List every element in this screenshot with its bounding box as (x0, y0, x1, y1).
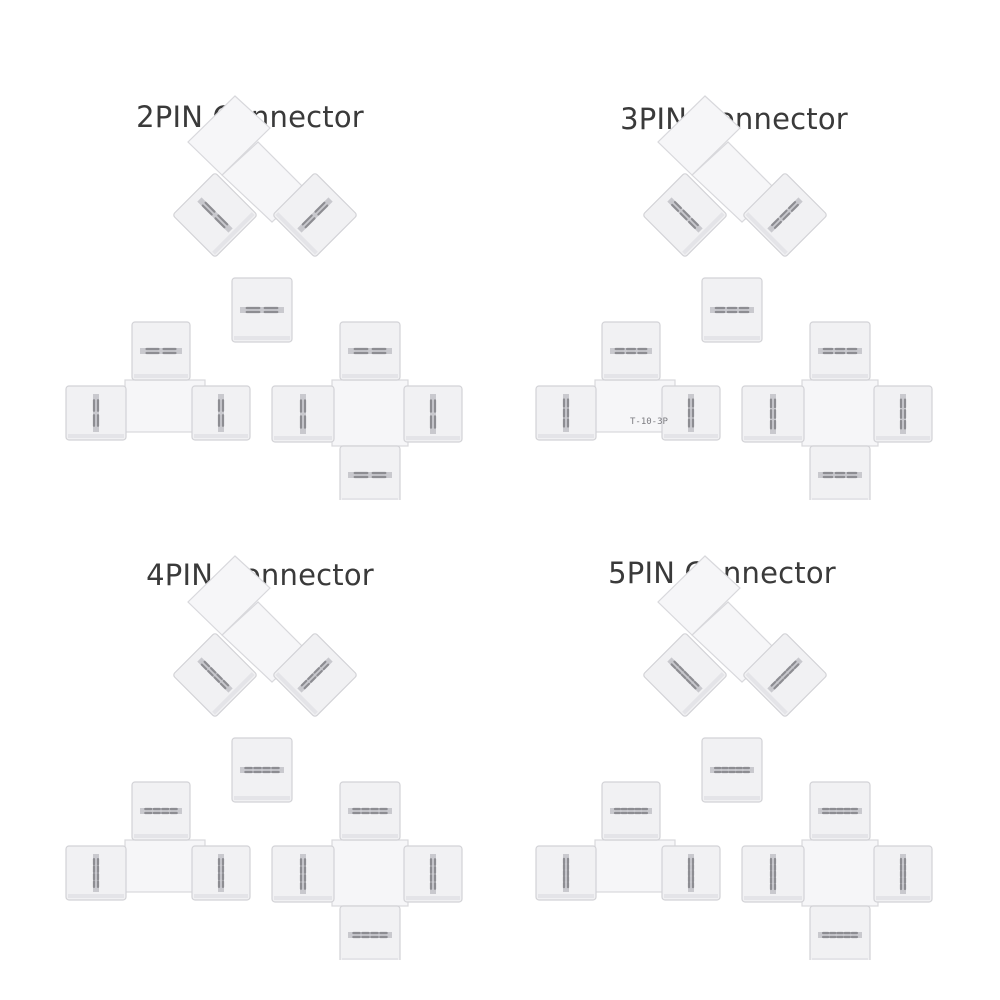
x-connector (741, 321, 933, 500)
t-connector-plug-top (601, 321, 661, 381)
joint-label: T-10-3P (630, 417, 669, 427)
t-connector (65, 781, 251, 901)
straight-connector (701, 277, 763, 343)
l-connector-plug-right (743, 633, 827, 717)
quadrant-5pin: 5PIN Connector (480, 460, 980, 960)
straight-connector (701, 737, 763, 803)
t-connector-plug-left (65, 845, 127, 901)
x-connector-plug-bottom (339, 905, 401, 960)
x-connector (271, 781, 463, 960)
connector-set-4pin (65, 555, 463, 960)
l-connector-plug-left (643, 173, 727, 257)
straight-connector (231, 737, 293, 803)
t-connector-plug-right (191, 385, 251, 441)
x-connector-plug-top (339, 781, 401, 841)
x-connector-plug-right (403, 845, 463, 903)
t-connector-plug-right (661, 845, 721, 901)
x-connector (741, 781, 933, 960)
l-connector (643, 555, 827, 717)
t-connector-plug-top (601, 781, 661, 841)
l-connector (173, 95, 357, 257)
l-connector-plug-right (273, 173, 357, 257)
x-connector-plug-left (271, 385, 335, 443)
x-connector-plug-bottom (809, 445, 871, 500)
l-connector-plug-right (273, 633, 357, 717)
t-connector-plug-left (65, 385, 127, 441)
x-connector-plug-right (873, 385, 933, 443)
quadrant-2pin: 2PIN Connector (10, 0, 510, 500)
x-connector-plug-top (339, 321, 401, 381)
t-connector (65, 321, 251, 441)
x-connector-plug-right (873, 845, 933, 903)
x-connector-plug-left (271, 845, 335, 903)
l-connector-plug-left (173, 173, 257, 257)
connector-set-2pin (65, 95, 463, 500)
x-connector-plug-bottom (809, 905, 871, 960)
l-connector-plug-left (643, 633, 727, 717)
x-connector-plug-right (403, 385, 463, 443)
t-connector-plug-left (535, 845, 597, 901)
x-connector-plug-bottom (339, 445, 401, 500)
x-connector-plug-top (809, 321, 871, 381)
x-connector-plug-left (741, 385, 805, 443)
t-connector-plug-top (131, 321, 191, 381)
t-connector: T-10-3P (535, 321, 721, 441)
l-connector-plug-right (743, 173, 827, 257)
x-connector-plug-left (741, 845, 805, 903)
x-connector (271, 321, 463, 500)
l-connector (643, 95, 827, 257)
t-connector-plug-left (535, 385, 597, 441)
t-connector-plug-right (661, 385, 721, 441)
l-connector-plug-left (173, 633, 257, 717)
quadrant-3pin: 3PIN Connector T-10-3P (480, 0, 980, 500)
t-connector (535, 781, 721, 901)
x-connector-plug-top (809, 781, 871, 841)
straight-connector (231, 277, 293, 343)
connector-set-3pin: T-10-3P (535, 95, 933, 500)
t-connector-plug-right (191, 845, 251, 901)
l-connector (173, 555, 357, 717)
quadrant-4pin: 4PIN Connector (10, 460, 510, 960)
connector-set-5pin (535, 555, 933, 960)
t-connector-plug-top (131, 781, 191, 841)
